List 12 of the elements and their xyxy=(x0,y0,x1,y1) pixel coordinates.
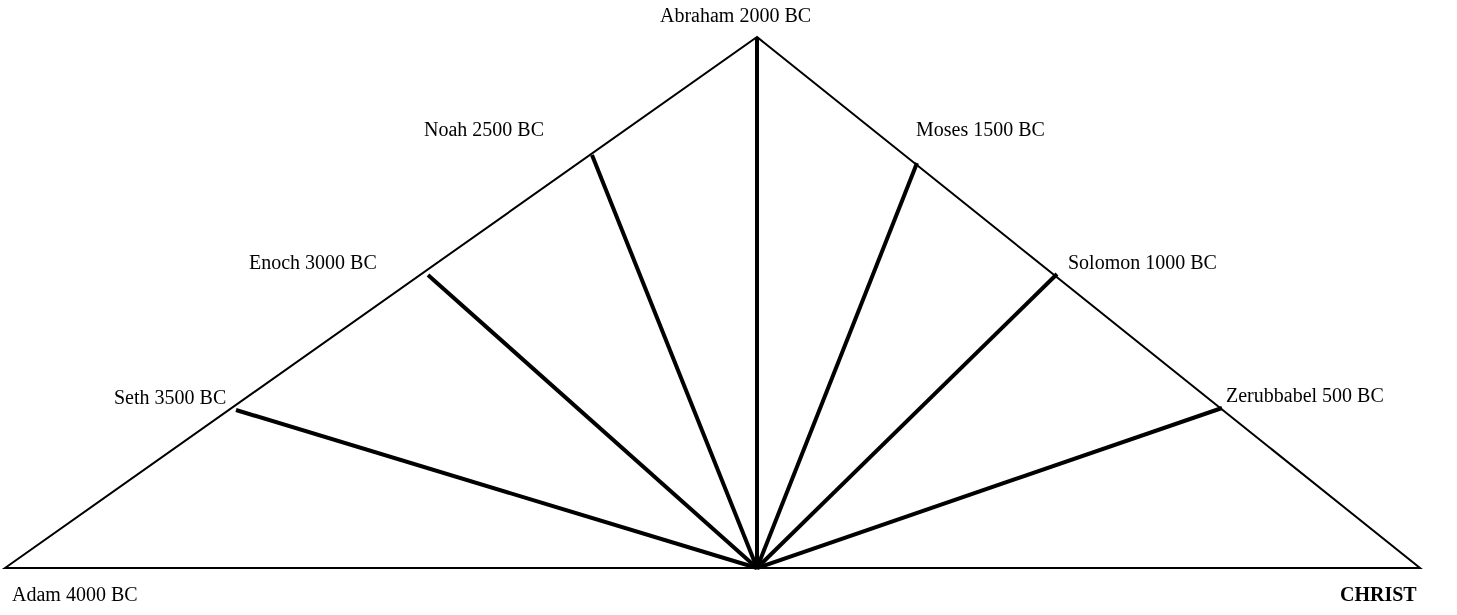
endpoint-label: Adam 4000 BC xyxy=(12,583,138,605)
era-label: Abraham 2000 BC xyxy=(660,4,812,26)
timeline-line xyxy=(235,408,758,570)
era-label: Seth 3500 BC xyxy=(114,386,227,408)
era-label: Noah 2500 BC xyxy=(424,118,544,140)
era-label: Solomon 1000 BC xyxy=(1068,251,1217,273)
era-label: Enoch 3000 BC xyxy=(249,251,377,273)
timeline-line xyxy=(756,406,1223,570)
endpoint-label: CHRIST xyxy=(1340,583,1417,605)
era-label: Zerubbabel 500 BC xyxy=(1226,384,1384,406)
era-label: Moses 1500 BC xyxy=(916,118,1045,140)
timeline-line xyxy=(426,273,759,570)
